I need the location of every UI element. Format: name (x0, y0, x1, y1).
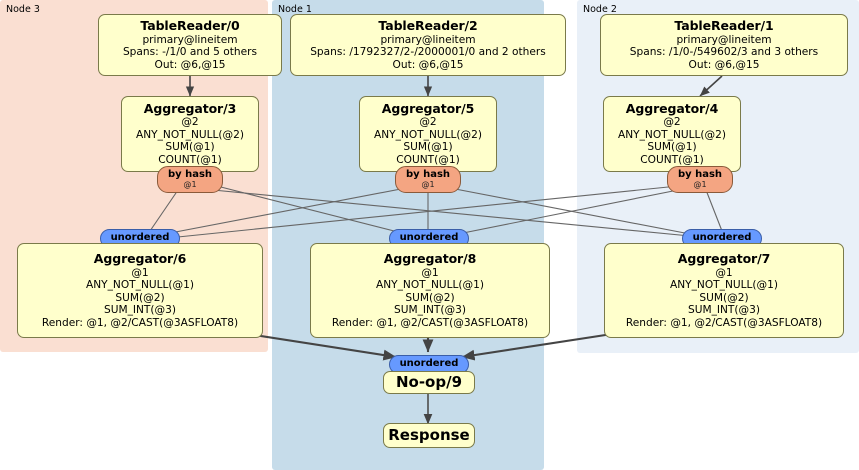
node-title: Aggregator/4 (625, 100, 719, 116)
node-line: primary@lineitem (142, 33, 238, 46)
node-table-reader-1[interactable]: TableReader/1 primary@lineitem Spans: /1… (600, 14, 848, 76)
panel-node2-label: Node 2 (583, 4, 617, 15)
node-title: Aggregator/5 (381, 100, 475, 116)
node-title: Aggregator/3 (143, 100, 237, 116)
stream-label: unordered (692, 232, 752, 244)
node-line: ANY_NOT_NULL(@1) (85, 279, 195, 292)
node-title: TableReader/0 (140, 17, 240, 33)
node-line: SUM(@1) (165, 141, 215, 154)
node-line: @1 (715, 266, 733, 279)
node-line: Spans: /1792327/2-/2000001/0 and 2 other… (310, 46, 546, 59)
node-title: No-op/9 (395, 372, 463, 391)
node-line: primary@lineitem (676, 33, 772, 46)
node-title: TableReader/1 (674, 17, 774, 33)
router-label: by hash (405, 169, 451, 181)
node-line: COUNT(@1) (158, 153, 222, 166)
node-response[interactable]: Response (383, 423, 475, 448)
node-line: SUM(@1) (647, 141, 697, 154)
node-title: TableReader/2 (378, 17, 478, 33)
stream-label: unordered (399, 358, 459, 370)
router-by-hash-right[interactable]: by hash @1 (667, 166, 733, 193)
node-title: Aggregator/6 (93, 250, 187, 266)
node-line: Out: @6,@15 (688, 58, 760, 71)
node-line: Render: @1, @2/CAST(@3ASFLOAT8) (625, 316, 823, 329)
node-line: SUM(@2) (405, 291, 455, 304)
node-line: @1 (131, 266, 149, 279)
node-line: Out: @6,@15 (154, 58, 226, 71)
node-line: Spans: -/1/0 and 5 others (122, 46, 258, 59)
node-noop-9[interactable]: No-op/9 (383, 371, 475, 394)
node-line: ANY_NOT_NULL(@2) (373, 128, 483, 141)
node-aggregator-3[interactable]: Aggregator/3 @2 ANY_NOT_NULL(@2) SUM(@1)… (121, 96, 259, 172)
node-line: ANY_NOT_NULL(@2) (617, 128, 727, 141)
node-title: Aggregator/8 (383, 250, 477, 266)
node-line: Render: @1, @2/CAST(@3ASFLOAT8) (331, 316, 529, 329)
panel-node1-label: Node 1 (278, 4, 312, 15)
router-label: by hash (677, 169, 723, 181)
node-line: Render: @1, @2/CAST(@3ASFLOAT8) (41, 316, 239, 329)
router-by-hash-left[interactable]: by hash @1 (157, 166, 223, 193)
node-line: Out: @6,@15 (392, 58, 464, 71)
node-line: ANY_NOT_NULL(@2) (135, 128, 245, 141)
node-line: @2 (181, 116, 199, 129)
router-sublabel: @1 (693, 179, 707, 189)
node-line: COUNT(@1) (396, 153, 460, 166)
router-label: by hash (167, 169, 213, 181)
node-line: primary@lineitem (380, 33, 476, 46)
router-sublabel: @1 (421, 179, 435, 189)
node-line: SUM(@1) (403, 141, 453, 154)
node-line: SUM_INT(@3) (393, 304, 467, 317)
node-aggregator-4[interactable]: Aggregator/4 @2 ANY_NOT_NULL(@2) SUM(@1)… (603, 96, 741, 172)
node-line: ANY_NOT_NULL(@1) (669, 279, 779, 292)
node-line: SUM(@2) (699, 291, 749, 304)
node-line: ANY_NOT_NULL(@1) (375, 279, 485, 292)
router-sublabel: @1 (183, 179, 197, 189)
node-title: Aggregator/7 (677, 250, 771, 266)
node-line: @2 (663, 116, 681, 129)
node-line: SUM_INT(@3) (687, 304, 761, 317)
node-table-reader-2[interactable]: TableReader/2 primary@lineitem Spans: /1… (290, 14, 566, 76)
node-line: SUM_INT(@3) (103, 304, 177, 317)
node-table-reader-0[interactable]: TableReader/0 primary@lineitem Spans: -/… (98, 14, 282, 76)
node-aggregator-8[interactable]: Aggregator/8 @1 ANY_NOT_NULL(@1) SUM(@2)… (310, 243, 550, 338)
node-title: Response (388, 425, 470, 444)
node-aggregator-5[interactable]: Aggregator/5 @2 ANY_NOT_NULL(@2) SUM(@1)… (359, 96, 497, 172)
node-line: SUM(@2) (115, 291, 165, 304)
node-line: @2 (419, 116, 437, 129)
node-line: @1 (421, 266, 439, 279)
node-line: Spans: /1/0-/549602/3 and 3 others (629, 46, 819, 59)
stream-label: unordered (399, 232, 459, 244)
node-aggregator-6[interactable]: Aggregator/6 @1 ANY_NOT_NULL(@1) SUM(@2)… (17, 243, 263, 338)
node-aggregator-7[interactable]: Aggregator/7 @1 ANY_NOT_NULL(@1) SUM(@2)… (604, 243, 844, 338)
node-line: COUNT(@1) (640, 153, 704, 166)
router-by-hash-center[interactable]: by hash @1 (395, 166, 461, 193)
stream-label: unordered (110, 232, 170, 244)
panel-node3-label: Node 3 (6, 4, 40, 15)
